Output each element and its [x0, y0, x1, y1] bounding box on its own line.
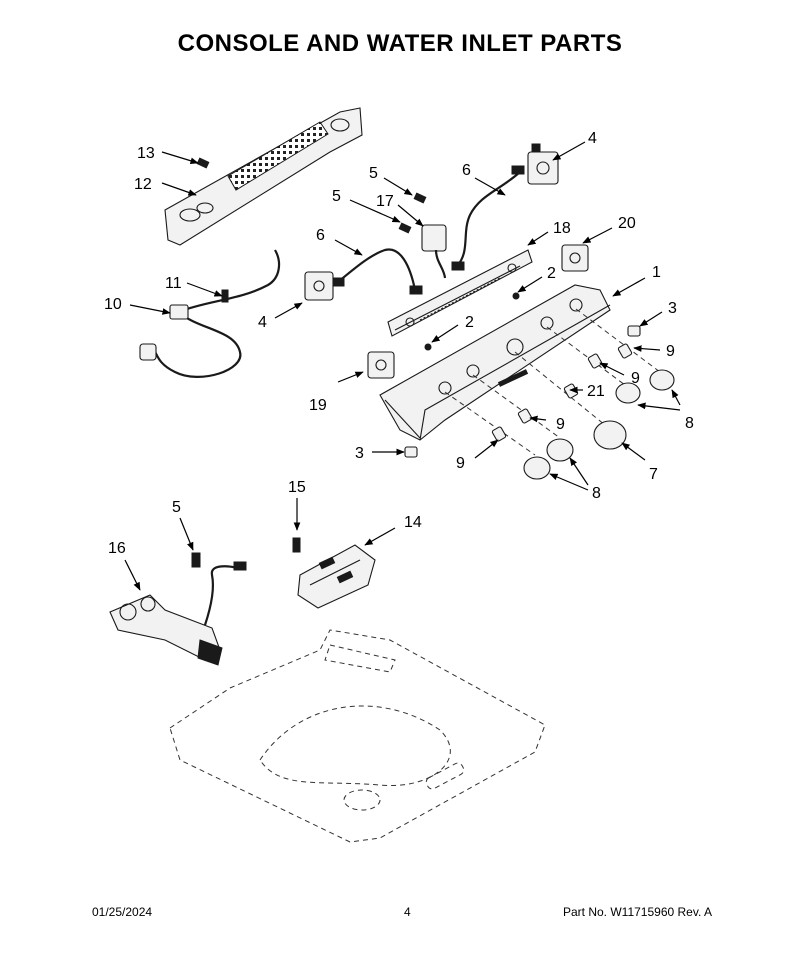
callout-18: 18: [553, 220, 571, 237]
callout-16: 16: [108, 540, 126, 557]
bracket-17: [421, 224, 447, 279]
switch-19: [367, 351, 395, 379]
callout-labels: 13 12 5 5 17 6 4 18 20 6 11 10 4 2 1 3 2…: [104, 130, 694, 557]
wire-harness-upper: [451, 165, 525, 271]
callout-4-a: 4: [588, 130, 597, 147]
callout-21: 21: [587, 383, 605, 400]
console-housing: [379, 284, 611, 441]
callout-3-b: 3: [355, 445, 364, 462]
callout-9-d: 9: [456, 455, 465, 472]
assembly-dashed-lines: [444, 308, 661, 456]
screw-15: [292, 537, 301, 553]
wire-harness-middle: [331, 248, 423, 295]
callout-5-b: 5: [332, 188, 341, 205]
callout-11: 11: [165, 275, 182, 292]
callout-14: 14: [404, 514, 422, 531]
callout-9-c: 9: [556, 416, 565, 433]
callout-2-a: 2: [465, 314, 474, 331]
knobs: [523, 369, 675, 480]
footer-part-number: Part No. W11715960 Rev. A: [563, 905, 712, 919]
screw-13: [196, 157, 210, 169]
footer-page-number: 4: [404, 905, 411, 919]
footer-date: 01/25/2024: [92, 905, 153, 919]
callout-17: 17: [376, 193, 394, 210]
power-cord: [139, 249, 281, 378]
callout-10: 10: [104, 296, 122, 313]
clip-2-a: [424, 343, 432, 351]
user-interface-control-board: [387, 249, 533, 337]
water-inlet-valve: [109, 561, 247, 666]
callout-5-a: 5: [369, 165, 378, 182]
screw-11: [221, 289, 229, 303]
page-title: CONSOLE AND WATER INLET PARTS: [177, 30, 623, 57]
leader-arrows: [124, 141, 681, 591]
screw-5-c: [191, 552, 201, 568]
callout-20: 20: [618, 215, 636, 232]
callout-1: 1: [652, 264, 661, 281]
clip-2-b: [512, 292, 520, 300]
callout-6-b: 6: [316, 227, 325, 244]
callout-2-b: 2: [547, 265, 556, 282]
callout-13: 13: [137, 145, 155, 162]
callout-19: 19: [309, 397, 327, 414]
switch-4-upper: [527, 143, 559, 185]
callout-8-b: 8: [592, 485, 601, 502]
screw-5-a: [413, 192, 427, 204]
callout-7: 7: [649, 466, 658, 483]
screw-5-b: [398, 222, 412, 234]
switch-4-lower: [304, 271, 334, 301]
callout-5-c: 5: [172, 499, 181, 516]
clip-3-upper: [627, 325, 641, 337]
callout-9-a: 9: [666, 343, 675, 360]
callout-8-a: 8: [685, 415, 694, 432]
clip-3-lower: [404, 446, 418, 458]
machine-control-board: [297, 544, 376, 609]
callout-12: 12: [134, 176, 152, 193]
switch-20: [561, 244, 589, 272]
top-panel-reference: [169, 629, 546, 843]
callout-3-a: 3: [668, 300, 677, 317]
callout-9-b: 9: [631, 370, 640, 387]
callout-4-b: 4: [258, 314, 267, 331]
console-rear-panel: [164, 107, 363, 246]
knob-shaft-row: [438, 298, 583, 395]
callout-15: 15: [288, 479, 306, 496]
callout-6-a: 6: [462, 162, 471, 179]
